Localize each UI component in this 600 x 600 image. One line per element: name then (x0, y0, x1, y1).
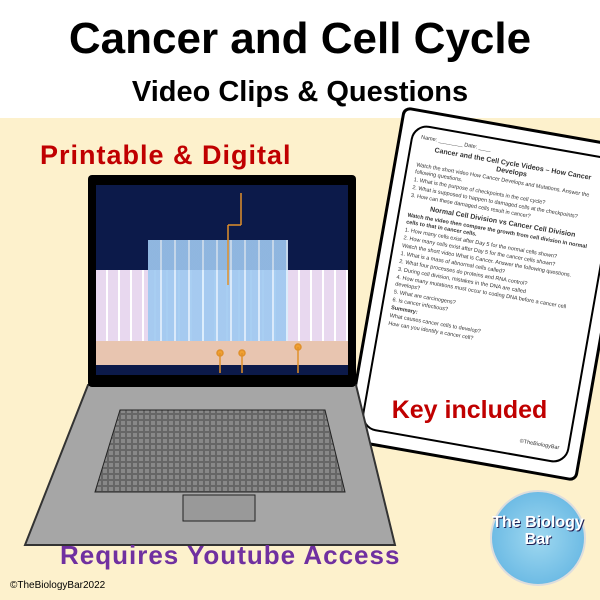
touchpad[interactable] (182, 494, 256, 522)
biology-bar-logo: The Biology Bar (490, 490, 586, 586)
video-thumbnail[interactable] (96, 185, 348, 375)
cancer-cells-illustration (148, 240, 288, 342)
page-title: Cancer and Cell Cycle (68, 14, 532, 63)
label-lines (216, 193, 302, 373)
requirement-note: Requires Youtube Access (60, 540, 401, 570)
page-subtitle: Video Clips & Questions (131, 76, 469, 108)
formats-label: Printable & Digital (40, 140, 292, 170)
keyboard (94, 409, 346, 493)
header-band (0, 0, 600, 118)
copyright: ©TheBiologyBar2022 (10, 580, 106, 591)
laptop-screen (88, 175, 356, 387)
logo-text: The Biology Bar (492, 514, 584, 548)
